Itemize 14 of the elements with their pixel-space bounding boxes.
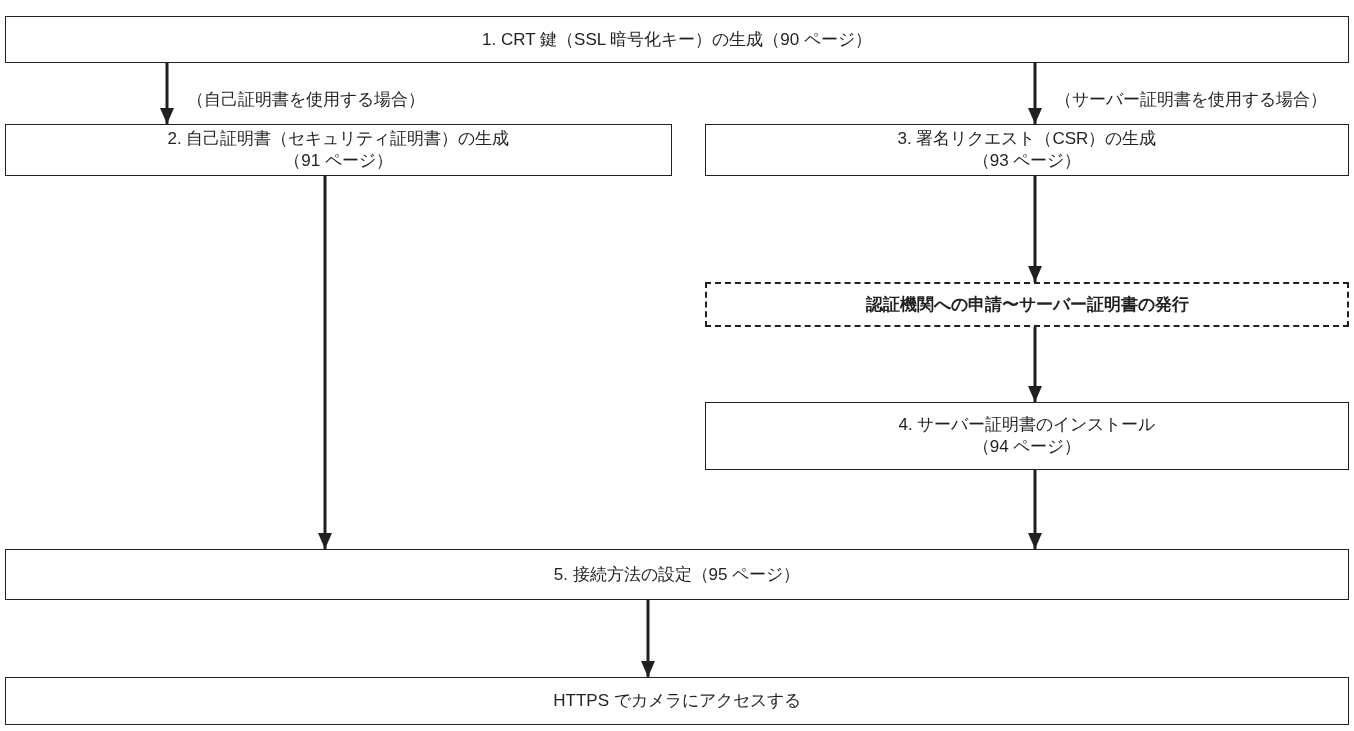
arrow <box>160 63 174 124</box>
arrow <box>1028 176 1042 282</box>
step-box: 4. サーバー証明書のインストール （94 ページ） <box>705 402 1349 470</box>
step-box: HTTPS でカメラにアクセスする <box>5 677 1349 725</box>
dashed-step-box: 認証機関への申請〜サーバー証明書の発行 <box>705 282 1349 327</box>
step-box: 1. CRT 鍵（SSL 暗号化キー）の生成（90 ページ） <box>5 16 1349 63</box>
step-box: 5. 接続方法の設定（95 ページ） <box>5 549 1349 600</box>
step-box: 3. 署名リクエスト（CSR）の生成 （93 ページ） <box>705 124 1349 176</box>
arrow <box>318 176 332 549</box>
arrow <box>641 600 655 677</box>
arrow <box>1028 470 1042 549</box>
step-box: 2. 自己証明書（セキュリティ証明書）の生成 （91 ページ） <box>5 124 672 176</box>
arrow <box>1028 327 1042 402</box>
arrow <box>1028 63 1042 124</box>
